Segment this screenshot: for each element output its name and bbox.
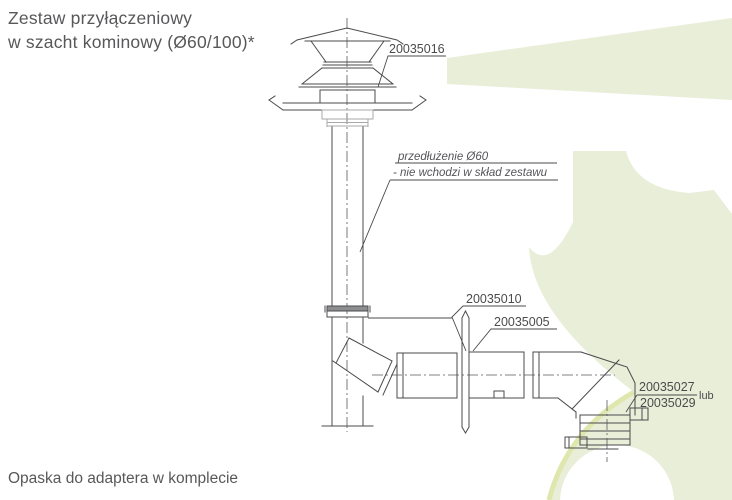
elbow-tee-assembly [321,317,398,427]
horizontal-pipe-section-1 [396,352,458,399]
note-extension-line2: - nie wchodzi w skład zestawu [393,167,548,179]
watermark-swoosh-shape [529,151,732,500]
wall-pipe-section [468,351,525,399]
cowl-lower-socket [321,109,374,127]
boiler-adapter [564,407,649,450]
footer-note: Opaska do adaptera w komplecie [8,470,239,487]
page-title-line1: Zestaw przyłączeniowy [8,8,193,28]
leader-lines [359,55,697,413]
label-roof-terminal: 20035016 [389,42,445,56]
extension-pipe [331,126,364,306]
centerlines [346,18,615,462]
page-title-line2: w szacht kominowy (Ø60/100)* [8,32,255,52]
label-or-word: lub [699,390,714,402]
watermark-notch-circle [560,445,674,500]
label-wall-pipe: 20035005 [494,315,550,329]
horizontal-pipe-section-2 [532,351,582,399]
label-adapter-option-b: 20035029 [640,396,696,410]
page-title: Zestaw przyłączeniowy w szacht kominowy … [8,6,255,54]
watermark-accent-edge [546,389,636,500]
note-extension-line1: przedłużenie Ø60 [397,151,489,163]
pipe-coupling-clamp [324,305,371,318]
label-elbow-assembly: 20035010 [466,292,522,306]
label-adapter-option-a: 20035027 [639,380,695,394]
wall-plate-rosette [461,309,470,434]
watermark-band-shape [447,18,732,100]
second-elbow [557,351,636,419]
roof-terminal-cowl [268,27,427,127]
